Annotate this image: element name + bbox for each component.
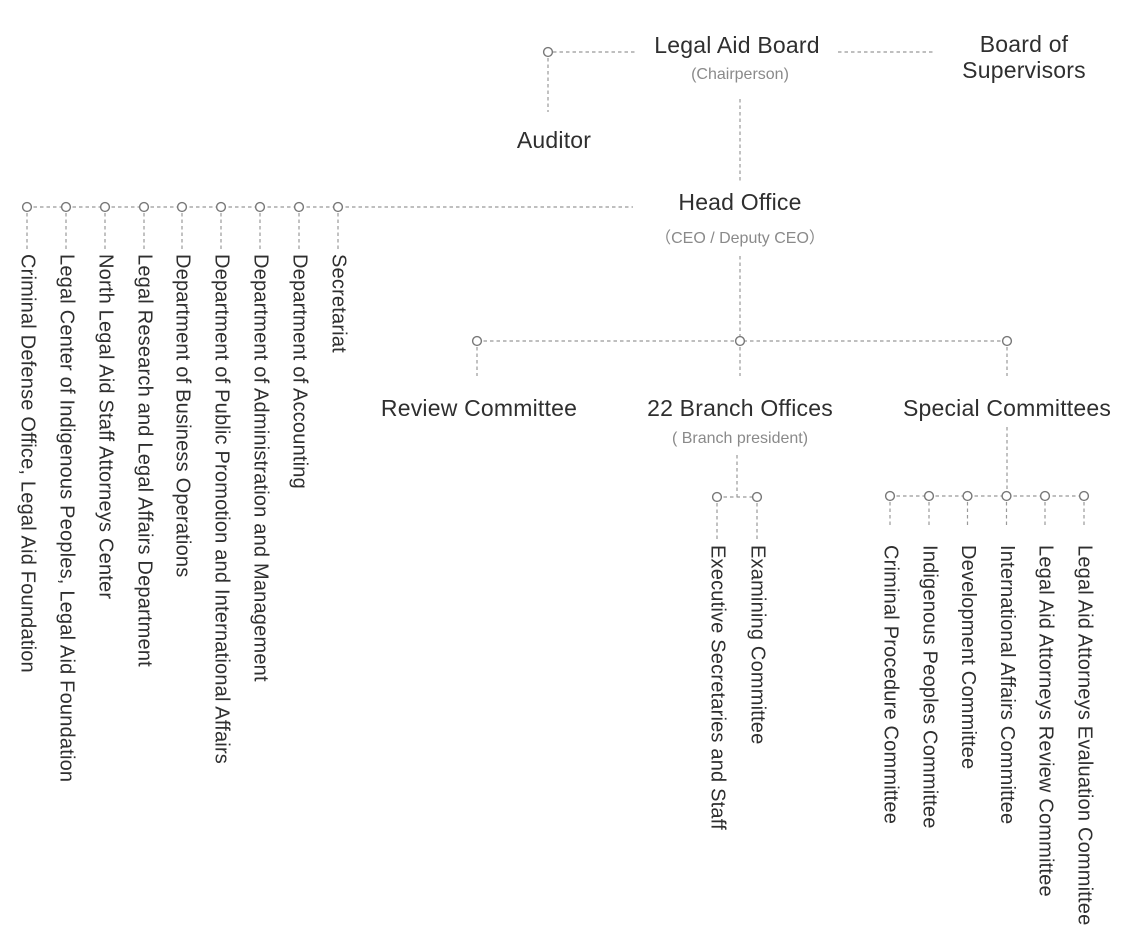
connector-node — [711, 491, 723, 503]
connector-node — [215, 201, 227, 213]
node-department-legal-center-indigenous: Legal Center of Indigenous Peoples, Lega… — [55, 254, 78, 783]
node-legal-aid-board: Legal Aid Board — [654, 32, 820, 58]
connector-node — [734, 335, 746, 347]
node-department-public-promotion: Department of Public Promotion and Inter… — [210, 254, 233, 764]
connector-node — [254, 201, 266, 213]
node-attorneys-review-committee: Legal Aid Attorneys Review Committee — [1034, 545, 1057, 897]
node-examining-committee: Examining Committee — [746, 545, 769, 745]
node-secretariat: Secretariat — [327, 254, 350, 353]
node-executive-secretaries-staff: Executive Secretaries and Staff — [706, 545, 729, 830]
node-criminal-procedure-committee: Criminal Procedure Committee — [879, 545, 902, 825]
node-department-business-operations: Department of Business Operations — [171, 254, 194, 578]
node-development-committee: Development Committee — [957, 545, 979, 770]
connector-node — [751, 491, 763, 503]
connector-node — [1078, 490, 1090, 502]
connector-node — [1001, 490, 1012, 502]
connector-node — [542, 46, 554, 58]
connector-node — [60, 201, 72, 213]
node-branch-offices-sublabel: ( Branch president) — [671, 430, 809, 447]
node-board-of-supervisors: Board of Supervisors — [962, 31, 1086, 83]
node-legal-aid-board-sublabel: (Chairperson) — [691, 66, 789, 83]
connector-node — [21, 201, 33, 213]
connector-node — [176, 201, 188, 213]
node-indigenous-peoples-committee: Indigenous Peoples Committee — [918, 545, 941, 829]
connector-node — [99, 201, 111, 213]
node-department-accounting: Department of Accounting — [288, 254, 311, 489]
connector-node — [923, 490, 935, 502]
node-international-affairs-committee: International Affairs Committee — [996, 545, 1018, 825]
node-auditor: Auditor — [516, 127, 592, 153]
node-head-office-sublabel: （CEO / Deputy CEO） — [655, 230, 825, 247]
node-department-north-legal-aid-center: North Legal Aid Staff Attorneys Center — [94, 254, 117, 600]
connector-node — [332, 201, 344, 213]
connector-node — [471, 335, 483, 347]
connector-node — [293, 201, 305, 213]
connector-node — [884, 490, 896, 502]
node-attorneys-evaluation-committee: Legal Aid Attorneys Evaluation Committee — [1073, 545, 1096, 926]
node-department-administration: Department of Administration and Managem… — [249, 254, 272, 682]
connector-node — [962, 490, 973, 502]
node-special-committees: Special Committees — [902, 395, 1112, 421]
node-department-legal-research: Legal Research and Legal Affairs Departm… — [133, 254, 156, 667]
node-branch-offices: 22 Branch Offices — [647, 395, 833, 421]
node-review-committee: Review Committee — [380, 395, 578, 421]
node-department-criminal-defense-office: Criminal Defense Office, Legal Aid Found… — [16, 254, 39, 673]
connector-node — [138, 201, 150, 213]
node-head-office: Head Office — [678, 189, 802, 215]
connector-node — [1001, 335, 1013, 347]
connector-node — [1039, 490, 1051, 502]
